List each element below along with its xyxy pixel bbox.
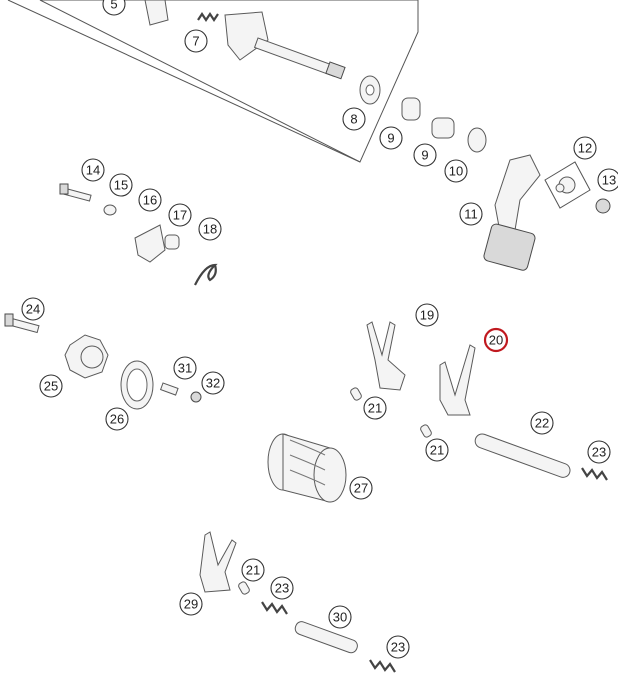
callout-18[interactable]: 18 [198,217,222,241]
callout-24[interactable]: 24 [21,297,45,321]
svg-text:32: 32 [206,376,220,391]
shift-drum-27 [267,433,347,503]
bearing-26 [120,360,154,410]
washer-15 [103,204,117,216]
svg-text:21: 21 [368,401,382,416]
callout-26[interactable]: 26 [105,407,129,431]
shift-fork-20 [439,344,476,416]
svg-text:5: 5 [110,0,117,12]
svg-text:29: 29 [184,597,198,612]
callout-20-selected[interactable]: 20 [483,327,509,353]
bushing-17 [164,234,180,250]
callout-23c[interactable]: 23 [386,635,410,659]
svg-text:9: 9 [421,148,428,163]
shift-shaft [144,0,346,80]
svg-text:23: 23 [275,581,289,596]
svg-text:8: 8 [350,112,357,127]
svg-text:31: 31 [178,361,192,376]
callout-22[interactable]: 22 [530,411,554,435]
callout-10[interactable]: 10 [444,159,468,183]
small-spring [197,12,219,22]
callout-21a[interactable]: 21 [363,396,387,420]
callout-23b[interactable]: 23 [270,576,294,600]
bolt-32 [190,391,202,403]
bracket-16 [134,224,166,263]
callout-12[interactable]: 12 [573,136,597,160]
svg-text:23: 23 [391,640,405,655]
callout-32[interactable]: 32 [201,371,225,395]
svg-text:10: 10 [449,164,463,179]
callout-21c[interactable]: 21 [241,558,265,582]
pin-21c [238,581,250,595]
svg-text:19: 19 [420,308,434,323]
spring-23c [369,659,396,673]
pin-21b [420,424,432,438]
bolt-13 [595,198,611,214]
svg-text:24: 24 [26,302,40,317]
shift-lever [483,154,541,271]
shaft-22 [474,433,571,478]
svg-text:7: 7 [192,34,199,49]
svg-text:9: 9 [387,131,394,146]
lever-parts-12 [544,161,591,209]
svg-text:30: 30 [333,610,347,625]
callout-11[interactable]: 11 [459,202,483,226]
callout-19[interactable]: 19 [415,303,439,327]
callout-25[interactable]: 25 [39,374,63,398]
svg-text:15: 15 [114,178,128,193]
inset-frame-edge [7,0,361,163]
svg-text:26: 26 [110,412,124,427]
svg-text:12: 12 [578,141,592,156]
star-wheel-25 [64,334,109,379]
svg-text:22: 22 [535,416,549,431]
callout-30[interactable]: 30 [328,605,352,629]
callout-13[interactable]: 13 [597,168,618,192]
ring-10 [467,127,487,153]
callout-29[interactable]: 29 [179,592,203,616]
washer-8 [359,75,381,105]
callout-27[interactable]: 27 [349,476,373,500]
spring-18 [194,263,218,286]
shift-fork-19 [366,321,406,391]
shaft-30 [294,621,358,654]
callout-8[interactable]: 8 [342,107,366,131]
callout-7[interactable]: 7 [184,29,208,53]
svg-text:25: 25 [44,379,58,394]
callout-9b[interactable]: 9 [413,143,437,167]
inset-frame [39,0,419,163]
bolt-24 [4,313,40,334]
callout-14[interactable]: 14 [81,158,105,182]
svg-text:13: 13 [602,173,616,188]
svg-text:16: 16 [143,193,157,208]
callout-23a[interactable]: 23 [587,440,611,464]
callout-9a[interactable]: 9 [379,126,403,150]
svg-text:20: 20 [489,333,503,348]
svg-text:23: 23 [592,445,606,460]
bushing-9b [431,117,455,139]
spring-23a [581,467,608,481]
spring-23b [261,601,288,615]
svg-text:27: 27 [354,481,368,496]
svg-text:21: 21 [246,563,260,578]
bolt-14 [59,183,92,202]
svg-text:14: 14 [86,163,100,178]
svg-text:21: 21 [430,443,444,458]
callout-15[interactable]: 15 [109,173,133,197]
svg-text:18: 18 [203,222,217,237]
bushing-9a [401,97,421,121]
pin-21a [350,387,362,401]
callout-17[interactable]: 17 [168,203,192,227]
callout-21b[interactable]: 21 [425,438,449,462]
shift-fork-29 [199,531,237,593]
callout-31[interactable]: 31 [173,356,197,380]
svg-text:17: 17 [173,208,187,223]
callout-16[interactable]: 16 [138,188,162,212]
svg-text:11: 11 [464,207,478,222]
pin-31 [159,382,179,396]
callout-5[interactable]: 5 [102,0,126,16]
